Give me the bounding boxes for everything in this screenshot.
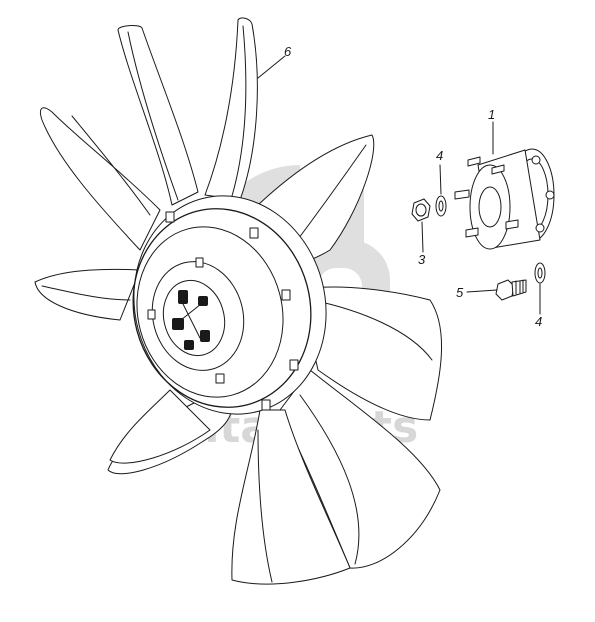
rim-studs: [147, 211, 299, 411]
hub-part: [454, 148, 555, 250]
washer-bottom-part: [534, 262, 546, 284]
fan-blades: [34, 17, 443, 585]
nut-part: [411, 198, 431, 222]
clutch-center: [172, 290, 210, 350]
fan-clutch: [132, 195, 327, 415]
washer-top-part: [435, 195, 447, 217]
callout-nut: 3: [418, 252, 426, 267]
leader-lines: [257, 55, 541, 315]
callout-washer-top: 4: [436, 148, 443, 163]
callout-washer-bottom: 4: [535, 314, 542, 329]
callout-bolt: 5: [456, 285, 464, 300]
callout-fan: 6: [284, 44, 292, 59]
callout-hub: 1: [488, 107, 495, 122]
bolt-part: [495, 279, 527, 301]
